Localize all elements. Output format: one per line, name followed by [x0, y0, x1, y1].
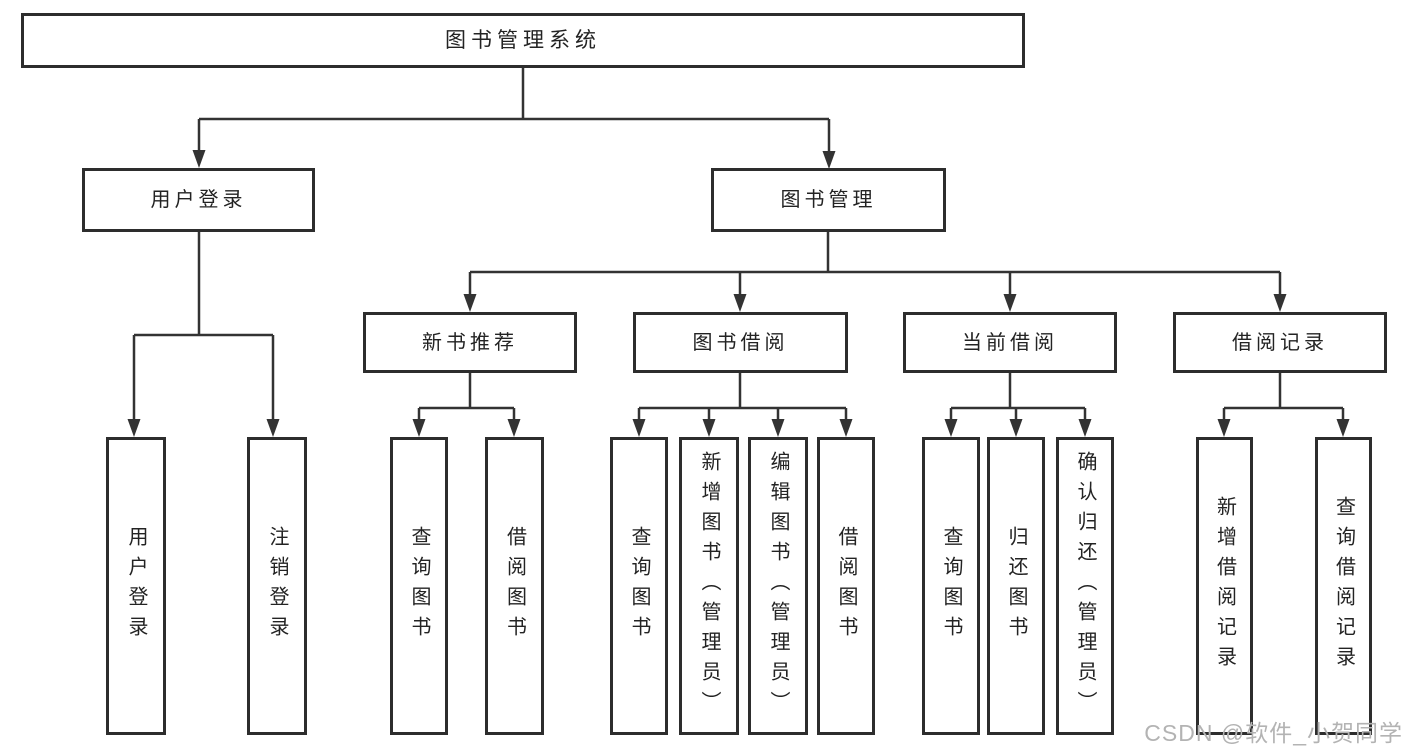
node-label: 新书推荐: [422, 331, 518, 354]
node-library-management-system: 图书管理系统: [21, 13, 1025, 68]
node-label: 查询图书: [628, 526, 650, 646]
node-query-books-1: 查询图书: [390, 437, 448, 735]
node-user-login-leaf: 用户登录: [106, 437, 166, 735]
node-return-books: 归还图书: [987, 437, 1045, 735]
node-query-books-3: 查询图书: [922, 437, 980, 735]
node-borrowing-records: 借阅记录: [1173, 312, 1387, 373]
node-label: 图书管理系统: [445, 29, 601, 52]
node-new-book-recommend: 新书推荐: [363, 312, 577, 373]
node-label: 借阅图书: [835, 526, 857, 646]
node-label: 查询图书: [940, 526, 962, 646]
node-label: 用户登录: [125, 526, 147, 646]
node-query-borrow-record: 查询借阅记录: [1315, 437, 1372, 735]
node-label: 注销登录: [266, 526, 288, 646]
node-label: 借阅图书: [503, 526, 526, 646]
node-book-borrowing: 图书借阅: [633, 312, 848, 373]
node-book-management: 图书管理: [711, 168, 946, 232]
node-label: 当前借阅: [962, 331, 1058, 354]
node-borrow-books-2: 借阅图书: [817, 437, 875, 735]
node-edit-books-admin: 编辑图书（管理员）: [748, 437, 808, 735]
node-label: 查询图书: [408, 526, 430, 646]
node-borrow-books-1: 借阅图书: [485, 437, 544, 735]
node-current-borrowing: 当前借阅: [903, 312, 1117, 373]
node-label: 新增借阅记录: [1213, 496, 1236, 676]
node-label: 用户登录: [150, 189, 247, 211]
node-add-books-admin: 新增图书（管理员）: [679, 437, 739, 735]
node-label: 编辑图书（管理员）: [767, 451, 789, 721]
node-user-login: 用户登录: [82, 168, 315, 232]
node-label: 归还图书: [1005, 526, 1027, 646]
node-confirm-return-admin: 确认归还（管理员）: [1056, 437, 1114, 735]
node-logout: 注销登录: [247, 437, 307, 735]
node-label: 查询借阅记录: [1332, 496, 1355, 676]
node-add-borrow-record: 新增借阅记录: [1196, 437, 1253, 735]
node-label: 图书借阅: [692, 331, 789, 354]
node-label: 确认归还（管理员）: [1074, 451, 1096, 721]
node-query-books-2: 查询图书: [610, 437, 668, 735]
node-label: 新增图书（管理员）: [698, 451, 720, 721]
csdn-watermark: CSDN @软件_小贺同学: [1144, 720, 1403, 746]
node-label: 借阅记录: [1232, 331, 1328, 354]
node-label: 图书管理: [780, 189, 877, 211]
